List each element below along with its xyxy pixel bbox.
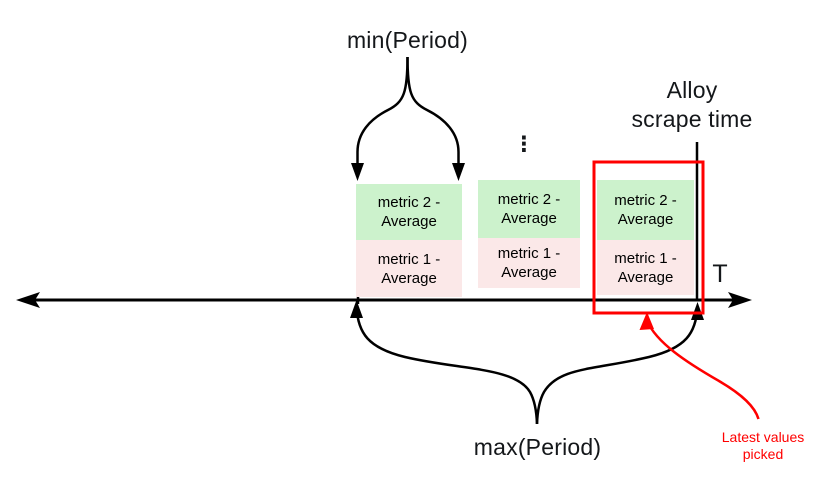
axis-left-arrow-icon — [16, 292, 40, 308]
time-axis-t-label: T — [712, 260, 728, 288]
metric-group-3: metric 2 - Average metric 1 - Average — [597, 180, 694, 295]
latest-values-picked-label: Latest values picked — [721, 429, 805, 462]
max-left-arrowhead-icon — [350, 300, 363, 318]
axis-right-arrow-icon — [728, 292, 752, 308]
latest-values-arrowhead-icon — [639, 312, 654, 330]
metric2-average-box: metric 2 - Average — [478, 180, 580, 238]
max-right-arrowhead-icon — [691, 302, 704, 320]
metric1-average-box: metric 1 - Average — [478, 238, 580, 288]
min-period-label: min(Period) — [346, 27, 469, 53]
max-period-label: max(Period) — [473, 434, 602, 460]
metric-group-1: metric 2 - Average metric 1 - Average — [356, 184, 462, 297]
min-right-arrowhead-icon — [452, 163, 465, 181]
metric1-average-box: metric 1 - Average — [597, 240, 694, 295]
max-period-brace-arrow — [350, 300, 704, 425]
min-left-arrowhead-icon — [351, 163, 364, 181]
min-period-brace-arrow — [351, 56, 465, 181]
metric1-average-box: metric 1 - Average — [356, 240, 462, 297]
metric-group-2: metric 2 - Average metric 1 - Average — [478, 180, 580, 288]
metric2-average-box: metric 2 - Average — [597, 180, 694, 240]
metric2-average-box: metric 2 - Average — [356, 184, 462, 240]
ellipsis-dots: ⋮ — [513, 133, 535, 156]
latest-values-arrow — [639, 312, 760, 420]
alloy-scrape-time-label: Alloy scrape time — [631, 77, 753, 132]
